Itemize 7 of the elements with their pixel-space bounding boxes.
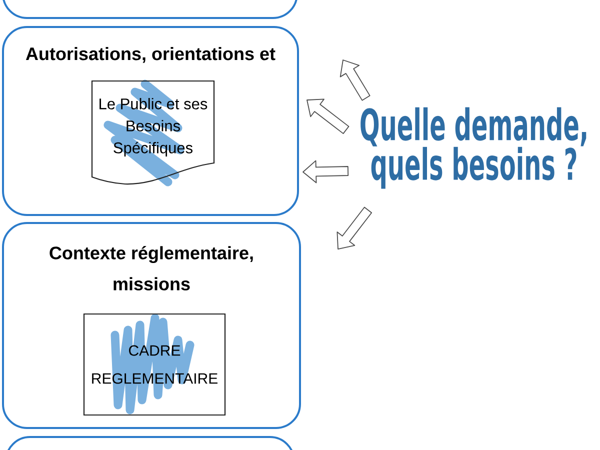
block-arrow: [340, 60, 370, 101]
rounded-box: [2, 0, 298, 19]
block-arrow: [306, 98, 350, 134]
block-arrow: [302, 160, 349, 184]
rounded-box: [5, 436, 295, 450]
question-text: Quelle demande, quels besoins ?: [360, 107, 586, 189]
block-arrow: [336, 206, 372, 250]
